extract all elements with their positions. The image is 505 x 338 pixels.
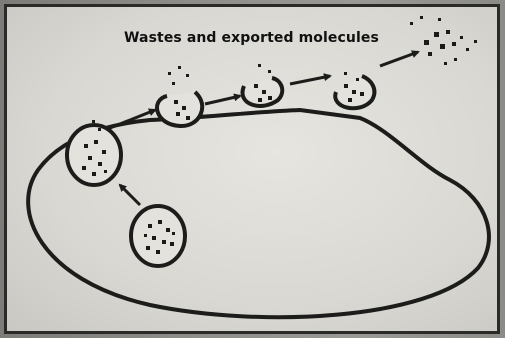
vesicle-1 [131,206,185,266]
vesicle-fusing-1 [157,92,202,126]
arrow-fusion2-to-fusion3 [290,76,330,84]
arrow-fusion3-to-exterior [380,52,418,66]
arrow-fusion1-to-fusion2 [205,96,240,104]
diagram-label: Wastes and exported molecules [124,30,379,46]
molecules-exported [410,16,477,65]
arrow-vesicle1-to-vesicle2 [120,185,140,205]
